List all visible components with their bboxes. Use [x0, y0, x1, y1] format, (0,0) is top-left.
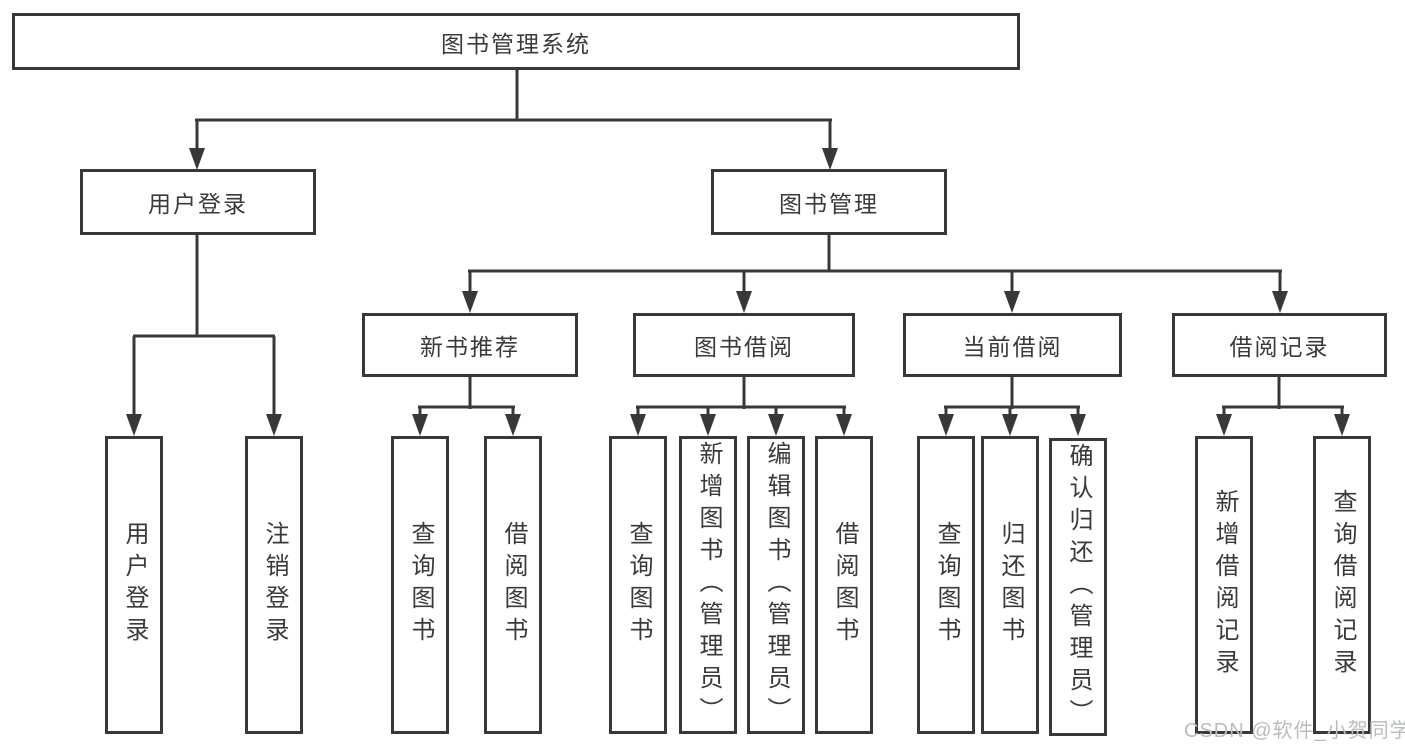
leaf-logout: 注销登录: [245, 436, 303, 734]
leaf-records-query-record: 查询借阅记录: [1313, 436, 1371, 734]
csdn-watermark: CSDN @软件_小贺同学: [1184, 720, 1405, 742]
node-book-borrow: 图书借阅: [633, 313, 855, 377]
connector-login-to-leaves: [126, 235, 282, 436]
node-new-book-recommend: 新书推荐: [362, 313, 578, 377]
node-root: 图书管理系统: [12, 13, 1020, 70]
node-user-login: 用户登录: [80, 169, 316, 235]
node-current-borrow: 当前借阅: [903, 313, 1122, 377]
connector-management-to-level3: [462, 235, 1288, 313]
leaf-current-return-books: 归还图书: [981, 436, 1039, 734]
leaf-user-login: 用户登录: [105, 436, 163, 734]
connector-root-to-level2: [189, 70, 838, 170]
connector-records-to-leaves: [1216, 377, 1350, 436]
leaf-records-add-record: 新增借阅记录: [1195, 436, 1253, 734]
connector-recommend-to-leaves: [412, 377, 521, 436]
connector-borrow-to-leaves: [630, 377, 852, 436]
leaf-current-confirm-return-admin: 确认归还（管理员）: [1049, 438, 1107, 736]
leaf-borrow-add-books-admin: 新增图书（管理员）: [679, 436, 737, 734]
leaf-recommend-borrow-books: 借阅图书: [484, 436, 542, 734]
leaf-recommend-query-books: 查询图书: [391, 436, 449, 734]
node-borrow-records: 借阅记录: [1172, 313, 1387, 377]
leaf-borrow-query-books: 查询图书: [609, 436, 667, 734]
leaf-current-query-books: 查询图书: [917, 436, 975, 734]
leaf-borrow-borrow-books: 借阅图书: [815, 436, 873, 734]
connector-current-to-leaves: [938, 377, 1086, 436]
node-book-management: 图书管理: [711, 169, 947, 235]
leaf-borrow-edit-books-admin: 编辑图书（管理员）: [747, 436, 805, 734]
